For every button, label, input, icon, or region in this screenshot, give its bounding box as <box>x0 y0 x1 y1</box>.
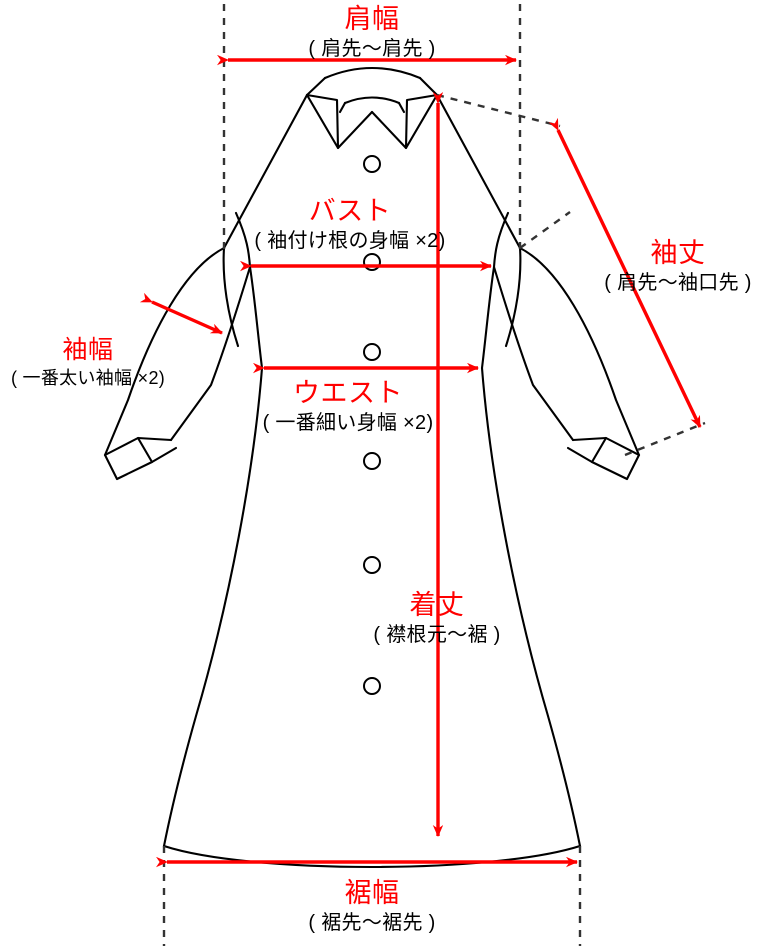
right-cuff-top-edge <box>571 436 608 442</box>
right-cuff-bottom-edge <box>566 446 594 464</box>
collar-neckline <box>343 96 401 105</box>
left-sleeve-inner <box>169 265 252 442</box>
collar-left-leaf <box>305 93 340 150</box>
collar-right-outer <box>418 76 439 97</box>
label-bust: バスト ( 袖付け根の身幅 ×2) <box>254 196 445 253</box>
measurement-arrows <box>139 54 702 868</box>
button <box>363 155 381 173</box>
button-placket <box>363 155 381 695</box>
total-length-sublabel: ( 襟根元〜裾 ) <box>373 623 501 646</box>
button <box>363 677 381 695</box>
collar-back <box>323 67 422 80</box>
collar-band-right <box>397 101 406 114</box>
sleeve-width-arrow <box>139 292 223 335</box>
collar-right-leaf <box>404 93 439 150</box>
garment-outline <box>103 67 641 869</box>
guide-shoulder-tip-right <box>519 211 571 249</box>
waist-sublabel: ( 一番細い身幅 ×2) <box>262 411 434 434</box>
sleeve-length-arrow <box>548 117 702 428</box>
guide-lines <box>162 4 706 946</box>
collar-left-outer <box>305 76 327 97</box>
button <box>363 452 381 470</box>
bust-label: バスト <box>308 196 392 226</box>
right-cuff <box>590 436 641 481</box>
sleeve-length-label: 袖丈 <box>650 238 706 268</box>
collar-left-inner <box>336 110 374 150</box>
shoulder-width-label: 肩幅 <box>344 4 400 34</box>
collar-right-inner <box>370 110 408 150</box>
left-shoulder-line <box>222 93 309 250</box>
sleeve-width-sublabel: ( 一番太い袖幅 ×2) <box>10 367 166 388</box>
label-sleeve-width: 袖幅 ( 一番太い袖幅 ×2) <box>11 336 165 389</box>
button <box>363 556 381 574</box>
bust-sublabel: ( 袖付け根の身幅 ×2) <box>254 229 446 252</box>
shoulder-width-sublabel: ( 肩先〜肩先 ) <box>308 37 436 60</box>
right-shoulder-line <box>435 93 522 250</box>
total-length-label: 着丈 <box>409 590 465 620</box>
label-sleeve-length: 袖丈 ( 肩先〜袖口先 ) <box>604 238 751 295</box>
left-cuff-bottom-edge <box>150 446 178 464</box>
left-cuff <box>103 436 154 481</box>
label-waist: ウエスト ( 一番細い身幅 ×2) <box>263 378 434 435</box>
left-sleeve-seam <box>222 246 240 348</box>
collar-band-left <box>338 101 347 114</box>
hem-width-label: 裾幅 <box>344 878 400 908</box>
right-sleeve-seam <box>504 246 522 348</box>
guide-shoulder-slope-right <box>436 93 561 128</box>
button <box>363 343 381 361</box>
waist-label: ウエスト <box>293 378 403 408</box>
label-shoulder-width: 肩幅 ( 肩先〜肩先 ) <box>308 4 435 61</box>
hem-curve <box>162 844 582 869</box>
guide-cuff-right <box>624 421 706 457</box>
label-hem-width: 裾幅 ( 裾先〜裾先 ) <box>308 878 435 935</box>
label-total-length: 着丈 ( 襟根元〜裾 ) <box>373 590 500 647</box>
body-right-side <box>480 211 582 848</box>
sleeve-width-label: 袖幅 <box>62 336 114 364</box>
body-left-side <box>162 211 264 848</box>
sleeve-length-sublabel: ( 肩先〜袖口先 ) <box>604 271 752 294</box>
hem-width-sublabel: ( 裾先〜裾先 ) <box>308 911 436 934</box>
left-cuff-top-edge <box>136 436 173 442</box>
right-sleeve-inner <box>492 265 575 442</box>
